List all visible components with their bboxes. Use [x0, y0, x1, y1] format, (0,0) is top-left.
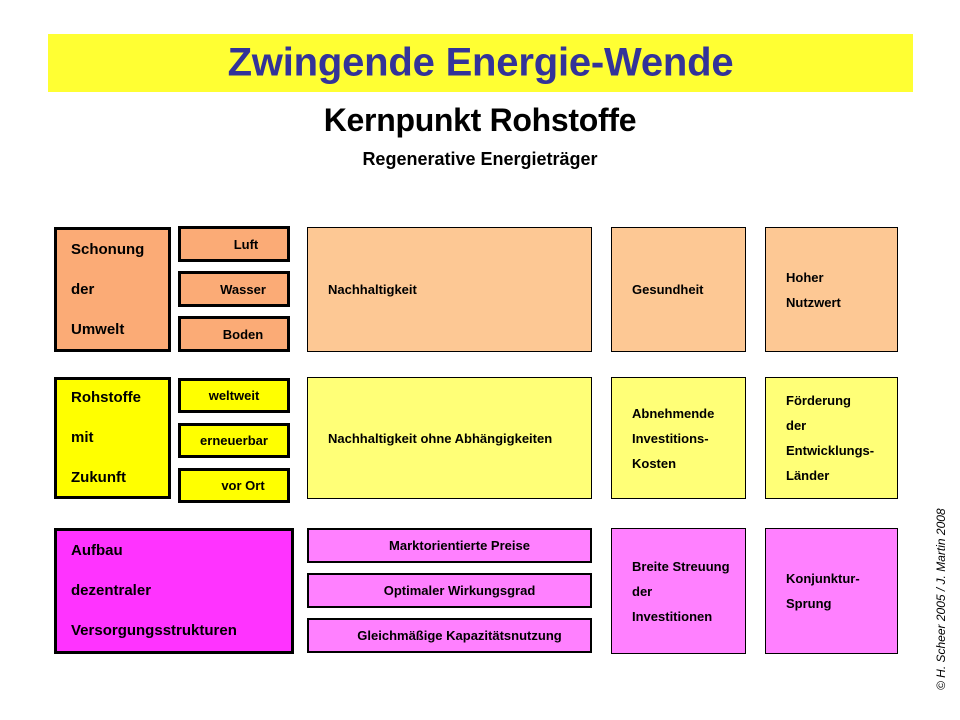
- driver-line: Aufbau: [71, 542, 123, 559]
- tag-box-vor-ort: vor Ort: [178, 468, 290, 503]
- tag-label: erneuerbar: [200, 433, 268, 448]
- benefit-line: Länder: [786, 468, 830, 483]
- benefit-line: Gesundheit: [632, 282, 704, 297]
- bar-box-marktorientierte-preise: Marktorientierte Preise: [307, 528, 592, 563]
- tag-label: Boden: [222, 326, 264, 342]
- driver-line: mit: [71, 429, 94, 446]
- benefit-box-investitionskosten: Abnehmende Investitions- Kosten: [611, 377, 746, 499]
- benefit-line: Konjunktur-: [786, 571, 860, 586]
- copyright-notice: © H. Scheer 2005 / J. Martin 2008: [918, 500, 948, 690]
- benefit-line: Breite Streuung: [632, 558, 730, 574]
- benefit-line: Hoher: [786, 269, 824, 285]
- benefit-line: Investitionen: [632, 608, 713, 624]
- driver-line: Versorgungsstrukturen: [71, 622, 237, 639]
- subtitle-main: Kernpunkt Rohstoffe: [323, 102, 637, 138]
- bar-label: Optimaler Wirkungsgrad: [383, 583, 536, 598]
- benefit-line: Abnehmende: [632, 405, 715, 421]
- driver-line: der: [71, 280, 95, 298]
- benefit-line: Sprung: [786, 596, 832, 611]
- tag-box-boden: Boden: [178, 316, 290, 352]
- copyright-text: © H. Scheer 2005 / J. Martin 2008: [934, 508, 948, 690]
- tag-label: weltweit: [208, 388, 260, 403]
- benefit-box-entwicklungslaender: Förderung der Entwicklungs- Länder: [765, 377, 898, 499]
- tag-box-weltweit: weltweit: [178, 378, 290, 413]
- driver-line: Umwelt: [71, 320, 125, 338]
- driver-line: Rohstoffe: [71, 389, 141, 406]
- tag-label: Wasser: [220, 281, 266, 297]
- page-title: Zwingende Energie-Wende: [227, 40, 734, 85]
- benefit-box-breite-streuung: Breite Streuung der Investitionen: [611, 528, 746, 654]
- tag-label: vor Ort: [221, 478, 265, 493]
- benefit-box-hoher-nutzwert: Hoher Nutzwert: [765, 227, 898, 352]
- benefit-box-konjunktursprung: Konjunktur- Sprung: [765, 528, 898, 654]
- benefit-line: der: [786, 418, 807, 433]
- benefit-box-gesundheit: Gesundheit: [611, 227, 746, 352]
- benefit-line: Nachhaltigkeit: [328, 282, 417, 297]
- tag-box-luft: Luft: [178, 226, 290, 262]
- bar-box-optimaler-wirkungsgrad: Optimaler Wirkungsgrad: [307, 573, 592, 608]
- benefit-line: Nachhaltigkeit ohne Abhängigkeiten: [328, 430, 553, 446]
- tag-label: Luft: [233, 236, 259, 252]
- driver-box-rohstoffe: Rohstoffe mit Zukunft: [54, 377, 171, 499]
- driver-line: Zukunft: [71, 469, 126, 486]
- benefit-box-nachhaltigkeit-unabhaengig: Nachhaltigkeit ohne Abhängigkeiten: [307, 377, 592, 499]
- driver-box-environment: Schonung der Umwelt: [54, 227, 171, 352]
- benefit-line: Förderung: [786, 393, 851, 408]
- benefit-line: Entwicklungs-: [786, 443, 875, 458]
- title-banner: Zwingende Energie-Wende: [48, 34, 913, 92]
- benefit-line: Investitions-: [632, 430, 709, 446]
- benefit-box-nachhaltigkeit: Nachhaltigkeit: [307, 227, 592, 352]
- driver-box-versorgungsstrukturen: Aufbau dezentraler Versorgungsstrukturen: [54, 528, 294, 654]
- bar-box-kapazitaetsnutzung: Gleichmäßige Kapazitätsnutzung: [307, 618, 592, 653]
- benefit-line: der: [632, 583, 653, 599]
- tag-box-wasser: Wasser: [178, 271, 290, 307]
- bar-label: Marktorientierte Preise: [389, 538, 530, 553]
- benefit-line: Kosten: [632, 455, 677, 471]
- driver-line: Schonung: [71, 240, 145, 258]
- driver-line: dezentraler: [71, 582, 152, 599]
- bar-label: Gleichmäßige Kapazitätsnutzung: [357, 628, 562, 643]
- subtitle-sub: Regenerative Energieträger: [362, 149, 598, 169]
- benefit-line: Nutzwert: [786, 294, 841, 310]
- tag-box-erneuerbar: erneuerbar: [178, 423, 290, 458]
